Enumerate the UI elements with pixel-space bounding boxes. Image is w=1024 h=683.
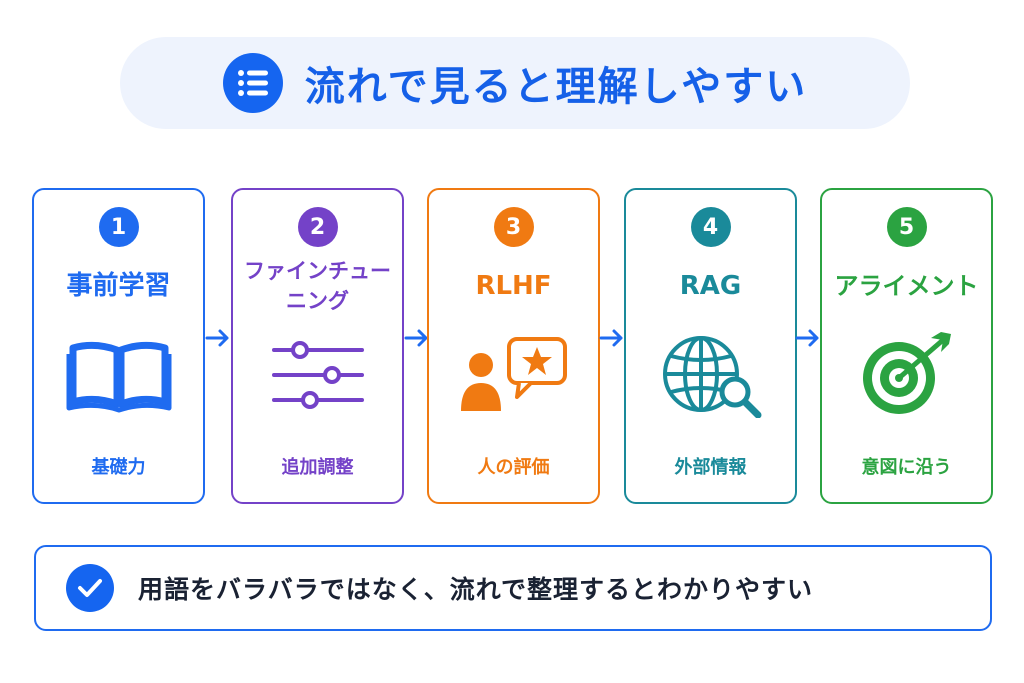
arrow-right-icon <box>795 329 819 347</box>
step-number-5: 5 <box>886 207 927 247</box>
list-icon <box>222 53 283 113</box>
step-title-2: ファインチュー ニング <box>238 247 397 325</box>
step-card-5: 5 アライメント 意図に沿う <box>820 188 993 504</box>
summary-box: 用語をバラバラではなく、流れで整理するとわかりやすい <box>34 545 992 631</box>
step-subtitle-5: 意図に沿う <box>861 457 952 478</box>
step-title-2-text: ファインチュー ニング <box>244 259 391 313</box>
step-number-1: 1 <box>98 207 139 247</box>
step-title-4: RAG <box>679 271 742 301</box>
person-star-feedback-icon <box>459 329 569 421</box>
arrow-right-icon <box>205 329 229 347</box>
summary-text: 用語をバラバラではなく、流れで整理するとわかりやすい <box>138 575 814 604</box>
step-card-4: 4 RAG 外部情報 <box>624 188 797 504</box>
check-icon <box>66 564 114 612</box>
step-subtitle-1: 基礎力 <box>91 457 146 478</box>
step-subtitle-4: 外部情報 <box>674 457 747 478</box>
step-title-5: アライメント <box>834 272 979 300</box>
step-title-3: RLHF <box>475 271 552 301</box>
page-title: 流れで見ると理解しやすい <box>304 64 808 110</box>
step-card-1: 1 事前学習 基礎力 <box>32 188 205 504</box>
sliders-icon <box>270 329 366 421</box>
step-title-1: 事前学習 <box>66 271 171 301</box>
book-icon <box>65 329 173 421</box>
step-card-3: 3 RLHF 人の評価 <box>427 188 600 504</box>
header-banner: 流れで見ると理解しやすい <box>120 37 910 129</box>
step-subtitle-3: 人の評価 <box>477 457 550 478</box>
arrow-right-icon <box>404 329 428 347</box>
step-subtitle-2: 追加調整 <box>281 457 354 478</box>
target-arrow-icon <box>857 329 957 421</box>
step-number-3: 3 <box>493 207 534 247</box>
step-number-4: 4 <box>690 207 731 247</box>
step-number-2: 2 <box>297 207 338 247</box>
arrow-right-icon <box>599 329 623 347</box>
globe-search-icon <box>659 329 763 421</box>
step-card-2: 2 ファインチュー ニング 追加調整 <box>231 188 404 504</box>
